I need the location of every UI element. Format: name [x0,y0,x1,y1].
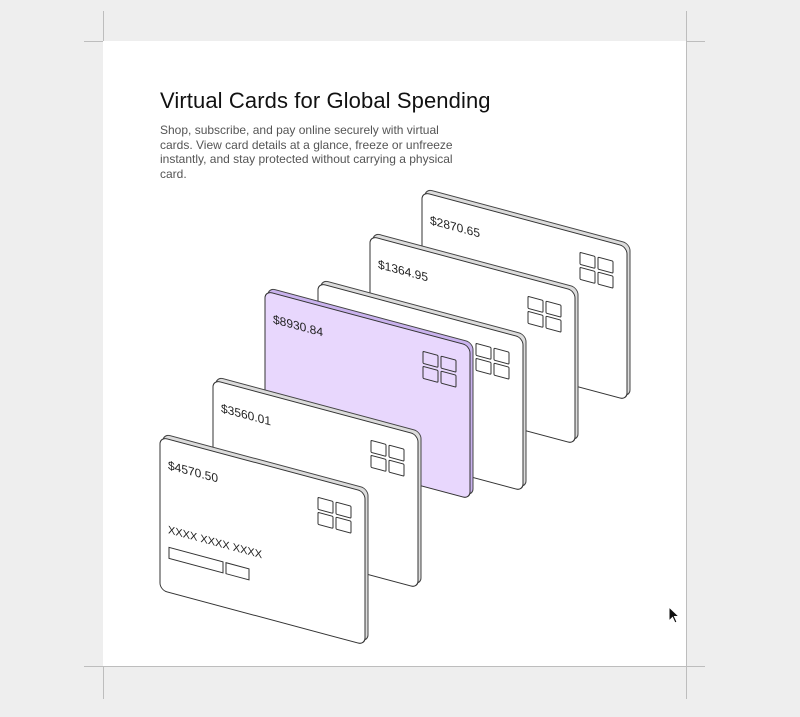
page-title: Virtual Cards for Global Spending [160,88,491,113]
chip-icon [370,440,405,477]
guide-line-right [686,11,687,699]
page-description: Shop, subscribe, and pay online securely… [160,123,453,181]
chip-icon [527,296,562,333]
mouse-cursor-icon [668,606,681,624]
card-field-box-small [225,562,250,581]
chip-icon [317,497,352,534]
guide-line-bottom [84,666,705,667]
card-1-front[interactable]: $4570.50 XXXX XXXX XXXX [159,433,369,646]
card-field-box [168,546,224,574]
chip-icon [579,252,614,289]
chip-icon [422,351,457,388]
chip-icon [475,343,510,380]
